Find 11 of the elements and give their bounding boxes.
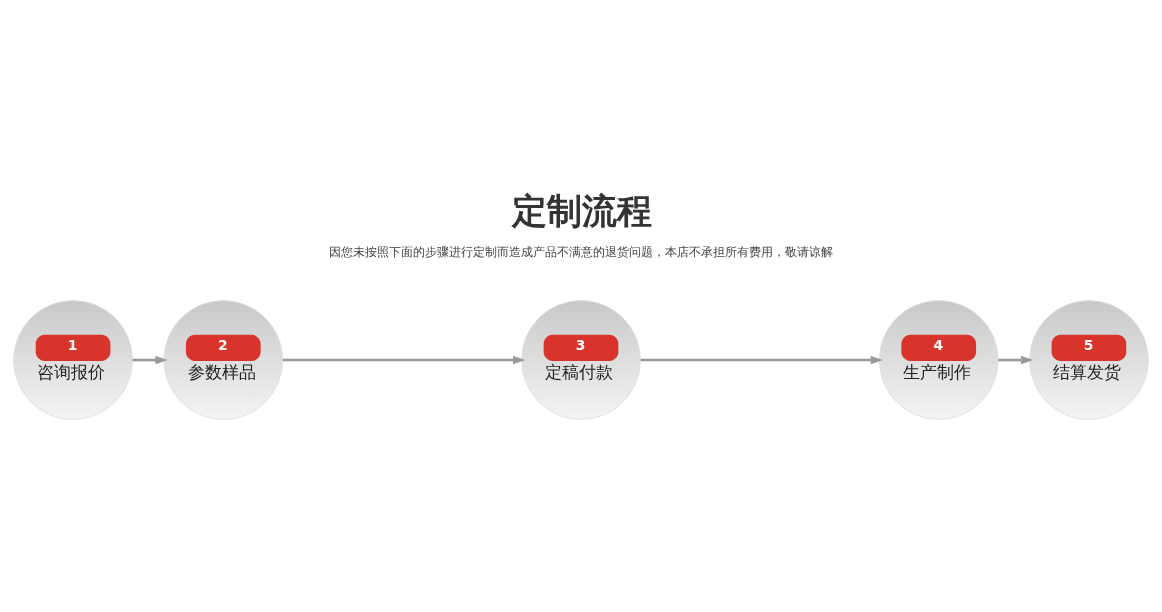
- arrow: [132, 355, 168, 365]
- diagram-title: 定制流程: [511, 190, 652, 231]
- node-circle: 5 结算发货: [1029, 300, 1149, 420]
- node-circle: 2 参数样品: [163, 300, 284, 420]
- arrow: [282, 355, 526, 365]
- arrow: [998, 355, 1034, 365]
- node-circle: 1 咨询报价: [13, 300, 133, 420]
- node-circle: 3 定稿付款: [521, 300, 641, 420]
- arrow: [640, 355, 883, 365]
- node-circle: 4 生产制作: [878, 300, 999, 420]
- label: 因您未按照下面的步骤进行定制而造成产品不满意的退货问题，本店不承担所有费用，敬请谅解: [329, 245, 833, 260]
